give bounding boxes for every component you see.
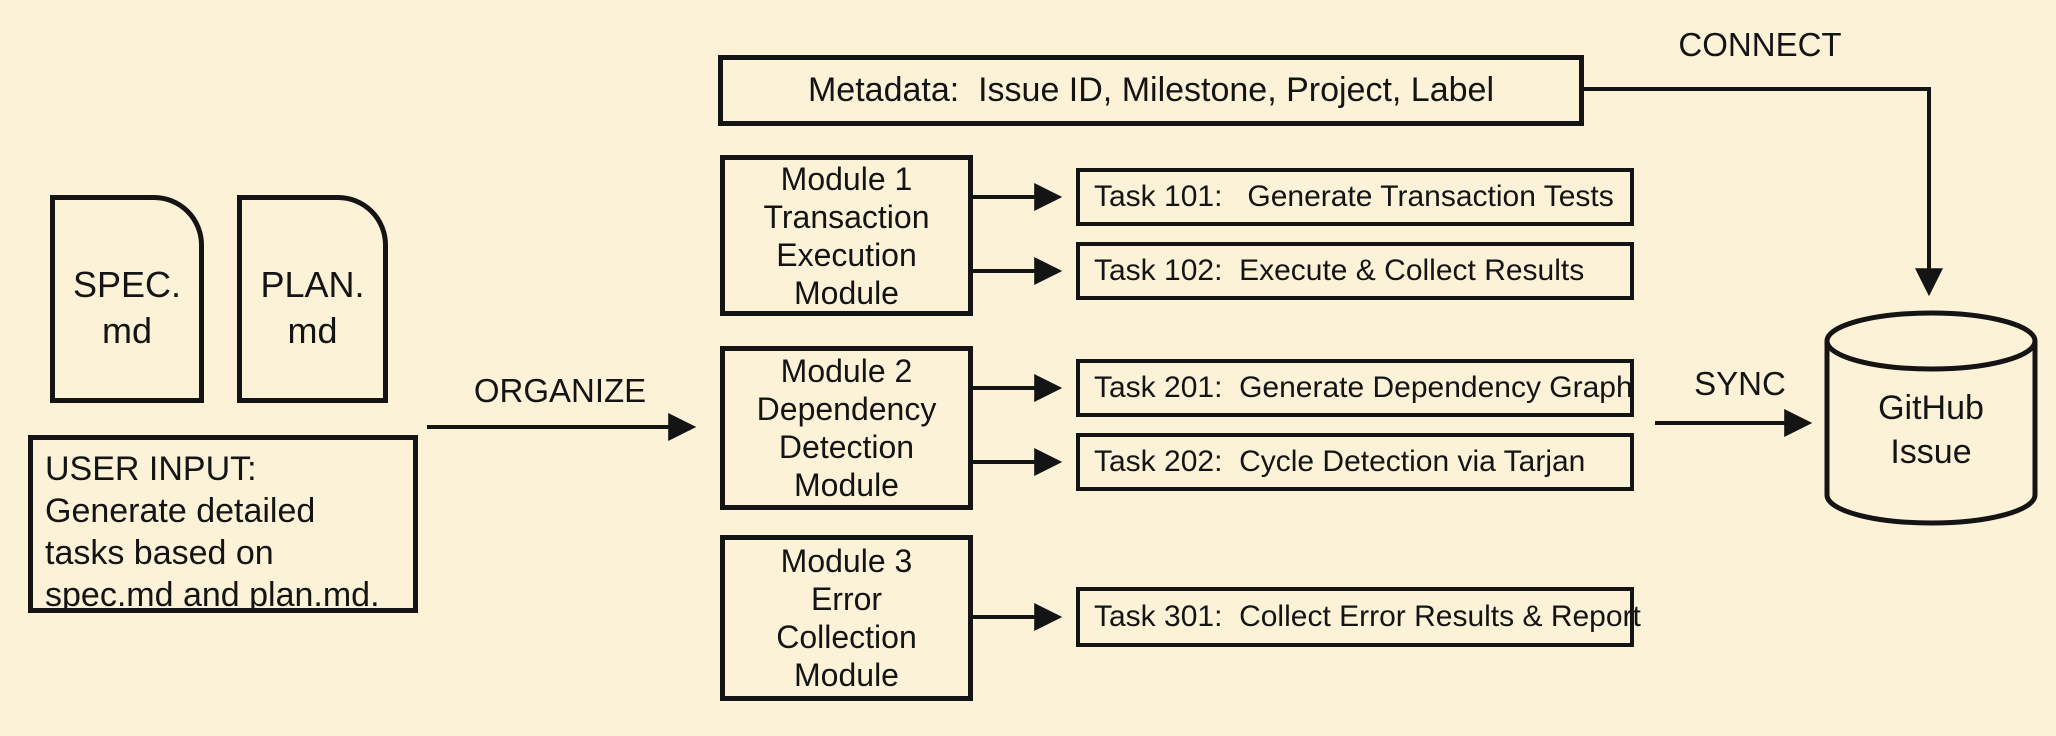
module-line: Transaction xyxy=(763,198,930,235)
module-line: Collection xyxy=(776,619,917,655)
task-label: Task 201: Generate Dependency Graph xyxy=(1094,371,1633,404)
task-label: Task 202: Cycle Detection via Tarjan xyxy=(1094,445,1586,478)
module-3-box[interactable]: Module 3 Error Collection Module xyxy=(720,535,973,701)
github-issue-line: Issue xyxy=(1890,433,1972,471)
doc-title-line: md xyxy=(287,310,338,351)
metadata-text: Metadata: Issue ID, Milestone, Project, … xyxy=(807,71,1494,109)
module-line: Detection xyxy=(778,429,915,465)
task-101-box[interactable]: Task 101: Generate Transaction Tests xyxy=(1076,168,1634,226)
github-cylinder-top xyxy=(1824,310,2038,372)
task-label: Task 101: Generate Transaction Tests xyxy=(1094,180,1614,213)
metadata-box[interactable]: Metadata: Issue ID, Milestone, Project, … xyxy=(718,55,1584,126)
user-input-line: spec.md and plan.md. xyxy=(45,576,380,614)
task-102-box[interactable]: Task 102: Execute & Collect Results xyxy=(1076,242,1634,300)
doc-title-line: SPEC. xyxy=(72,264,182,305)
module-line: Module 2 xyxy=(780,353,913,389)
module-line: Module xyxy=(794,467,899,503)
doc-title: PLAN. md xyxy=(260,262,364,354)
user-input-line: Generate detailed xyxy=(45,492,316,530)
sync-label: SYNC xyxy=(1694,365,1786,402)
module-line: Module 1 xyxy=(780,160,913,197)
document-spec-md[interactable]: SPEC. md xyxy=(50,195,204,403)
module-line: Execution xyxy=(776,236,917,273)
task-301-box[interactable]: Task 301: Collect Error Results & Report xyxy=(1076,587,1641,647)
task-202-box[interactable]: Task 202: Cycle Detection via Tarjan xyxy=(1076,433,1634,491)
module-2-box[interactable]: Module 2 Dependency Detection Module xyxy=(720,346,973,510)
user-input-text: USER INPUT: Generate detailed tasks base… xyxy=(45,448,380,616)
module-line: Error xyxy=(810,581,883,617)
connect-label: CONNECT xyxy=(1678,26,1842,63)
module-2-text: Module 2 Dependency Detection Module xyxy=(757,352,937,504)
user-input-box[interactable]: USER INPUT: Generate detailed tasks base… xyxy=(28,435,418,616)
github-issue-label: GitHub Issue xyxy=(1840,386,2022,474)
user-input-line: tasks based on xyxy=(45,534,274,572)
doc-title: SPEC. md xyxy=(73,262,181,354)
module-1-text: Module 1 Transaction Execution Module xyxy=(764,160,930,312)
github-issue-line: GitHub xyxy=(1878,389,1984,427)
task-label: Task 102: Execute & Collect Results xyxy=(1094,254,1585,287)
doc-title-line: md xyxy=(101,310,152,351)
module-line: Dependency xyxy=(756,391,937,427)
user-input-line: USER INPUT: xyxy=(45,450,257,488)
doc-title-line: PLAN. xyxy=(260,264,365,305)
module-line: Module 3 xyxy=(780,543,913,579)
organize-label: ORGANIZE xyxy=(473,372,647,409)
module-1-box[interactable]: Module 1 Transaction Execution Module xyxy=(720,155,973,316)
module-line: Module xyxy=(794,657,899,693)
document-plan-md[interactable]: PLAN. md xyxy=(237,195,388,403)
task-201-box[interactable]: Task 201: Generate Dependency Graph xyxy=(1076,359,1634,417)
task-label: Task 301: Collect Error Results & Report xyxy=(1094,600,1641,633)
github-cylinder-body[interactable] xyxy=(1824,341,2038,526)
connect-elbow-arrow xyxy=(1584,87,1943,297)
module-3-text: Module 3 Error Collection Module xyxy=(776,542,917,694)
module-line: Module xyxy=(794,274,899,311)
